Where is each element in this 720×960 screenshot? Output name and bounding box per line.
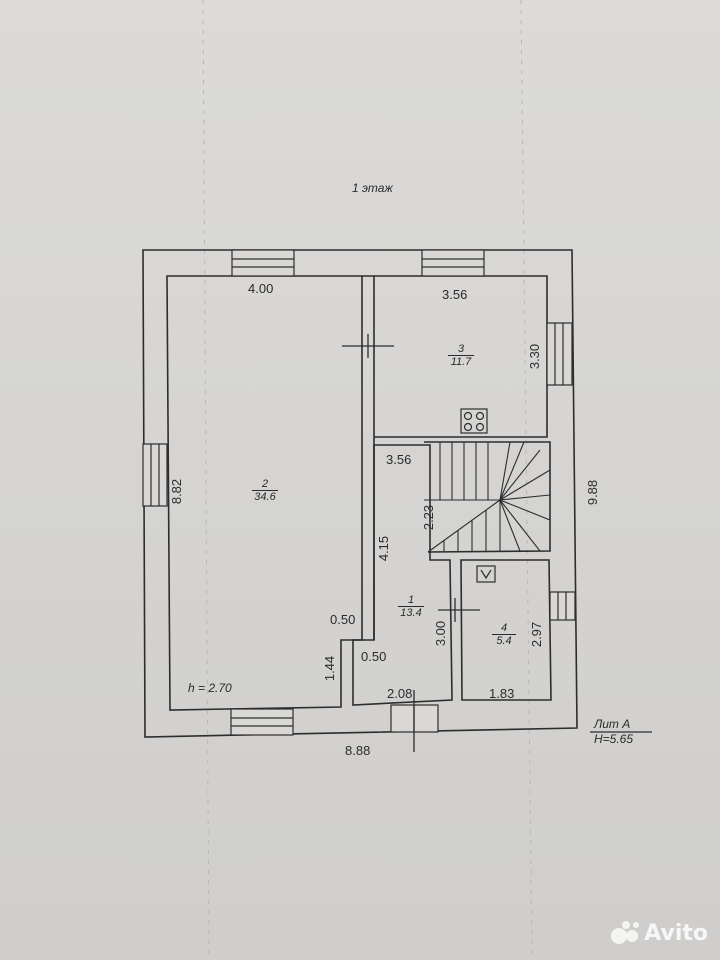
stove-icon [460,408,488,434]
room-3-label: 3 11.7 [448,343,474,368]
room-1-label: 1 13.4 [398,594,424,619]
room-4-outline [460,559,552,701]
section-marks [342,334,480,752]
staircase [424,441,551,553]
dim-stair-depth: 2.23 [421,504,437,531]
lit-label: Лит А [594,717,631,731]
dim-total-height: 9.88 [585,479,601,506]
dim-room3-width: 3.56 [442,287,468,302]
avito-logo-icon [611,921,640,944]
dim-total-width: 8.88 [345,743,371,758]
floor-title: 1 этаж [352,181,393,195]
window-top-right [421,249,485,277]
window-right-lower [549,591,576,621]
room-2-label: 2 34.6 [252,478,278,503]
fold-line-left [202,0,210,960]
partition-wall-vertical [362,275,375,640]
dim-room4-height: 2.97 [529,621,545,648]
room-3-area: 11.7 [448,355,474,368]
dim-room4-left: 3.00 [433,620,449,647]
dim-room2-width: 4.00 [248,281,274,296]
dim-room4-width: 1.83 [489,686,515,701]
dim-hall-bottom: 1.44 [322,655,338,682]
room-1-number: 1 [407,594,415,606]
dim-room3-height: 3.30 [527,343,543,370]
room-4-label: 4 5.4 [492,622,516,647]
room-2-area: 34.6 [252,490,278,503]
room-4-number: 4 [500,622,508,634]
dim-wall-b: 0.50 [361,649,387,664]
dim-room2-height: 8.82 [169,478,185,505]
lit-height: H=5.65 [594,732,634,746]
dim-stair-width: 3.56 [386,452,412,467]
ceiling-height-note: h = 2.70 [188,681,232,695]
window-left [142,443,168,507]
room-2-number: 2 [261,478,269,490]
avito-watermark: Avito [610,920,708,946]
window-top-left [231,249,295,277]
dim-hall-bottom-width: 2.08 [387,686,413,701]
fold-line-right [520,0,533,960]
room-3-number: 3 [457,343,465,355]
window-bottom [230,708,294,736]
dim-hall-height: 4.15 [376,535,392,562]
avito-text: Avito [644,920,708,946]
boiler-icon [476,565,496,583]
hall-outline [352,444,453,706]
dim-wall-a: 0.50 [330,612,356,627]
room-1-area: 13.4 [398,606,424,619]
window-right-upper [546,322,573,386]
room-4-area: 5.4 [492,634,516,647]
stair-outline [424,441,551,553]
